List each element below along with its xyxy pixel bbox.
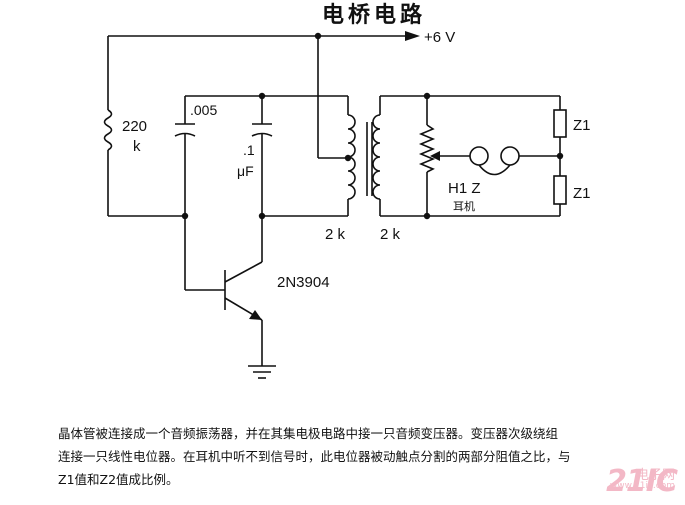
transistor-label: 2N3904 — [277, 274, 330, 291]
schematic-title: 电桥电路 — [322, 2, 426, 28]
watermark-logo: 21IC — [606, 464, 678, 499]
headphone-h1 — [469, 146, 564, 176]
impedance-z1-top — [553, 96, 567, 176]
transistor-2n3904 — [184, 216, 263, 366]
headphone-sublabel: 耳机 — [453, 199, 475, 213]
potentiometer — [418, 96, 470, 216]
capacitor-c2 — [251, 96, 273, 220]
caption-line-2: 连接一只线性电位器。在耳机中听不到信号时，此电位器被动触点分割的两部分阻值之比，… — [58, 449, 571, 464]
headphone-label: H1 Z — [448, 180, 481, 197]
site-watermark: 21IC 电子网 www.21ic.com — [606, 464, 678, 499]
z1-bottom-label: Z1 — [573, 185, 591, 202]
transformer-core — [366, 122, 373, 196]
c2-unit-label: μF — [237, 163, 254, 179]
ground-symbol — [248, 365, 276, 379]
supply-voltage-label: +6 V — [424, 29, 455, 46]
resistor-r1 — [103, 36, 185, 217]
impedance-z1-bottom — [553, 175, 567, 216]
watermark-url: www.21ic.com — [609, 481, 675, 491]
caption-line-1: 晶体管被连接成一个音频振荡器，并在其集电极电路中接一只音频变压器。变压器次级绕组 — [58, 426, 559, 441]
watermark-text: 电子网 — [635, 468, 675, 483]
capacitor-top-wire — [185, 92, 348, 100]
c1-value-label: .005 — [190, 102, 217, 118]
z1-top-label: Z1 — [573, 117, 591, 134]
transformer-primary — [317, 36, 356, 216]
r1-unit-label: k — [133, 138, 141, 155]
r1-value-label: 220 — [122, 118, 147, 135]
caption-line-3: Z1值和Z2值成比例。 — [58, 472, 179, 487]
caption-text: 晶体管被连接成一个音频振荡器，并在其集电极电路中接一只音频变压器。变压器次级绕组… — [58, 422, 678, 491]
secondary-impedance-label: 2 k — [380, 226, 401, 243]
supply-rail — [108, 31, 420, 41]
c2-value-label: .1 — [243, 142, 255, 158]
primary-impedance-label: 2 k — [325, 226, 346, 243]
